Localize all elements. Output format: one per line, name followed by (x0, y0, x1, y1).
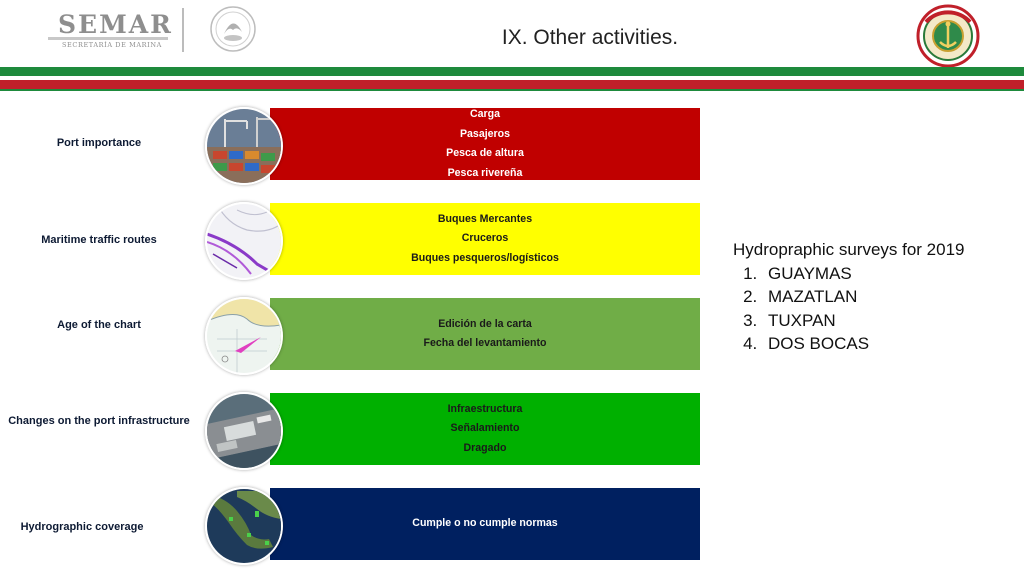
row-item: Edición de la carta (438, 317, 532, 330)
row-item: Buques Mercantes (437, 212, 533, 225)
row-label-changes-on-port-infrastructure: Changes on the port infrastructure (8, 415, 190, 427)
row-label-age-of-the-chart: Age of the chart (57, 319, 141, 331)
header-band-green (0, 67, 1024, 76)
slide-title: IX. Other activities. (501, 26, 679, 49)
survey-item: MAZATLAN (762, 285, 965, 309)
semar-logo-subtitle: SECRETARÍA DE MARINA (62, 41, 162, 49)
row-item: Cruceros (461, 232, 509, 245)
row-box-port-importance: Carga Pasajeros Pesca de altura Pesca ri… (270, 108, 700, 180)
row-item: Dragado (463, 441, 507, 454)
row-item: Carga (469, 108, 501, 120)
port-photo-thumbnail (205, 107, 283, 185)
port-aerial-photo-thumbnail (205, 392, 283, 470)
row-box-hydrographic-coverage: Cumple o no cumple normas (270, 488, 700, 560)
traffic-routes-map-thumbnail (205, 202, 283, 280)
surveys-heading: Hydropraphic surveys for 2019 (733, 240, 965, 259)
header-band-green-thin (0, 89, 1024, 91)
row-item: Fecha del levantamiento (423, 337, 547, 349)
semar-logo-text: SEMAR (58, 10, 173, 39)
row-item: Señalamiento (450, 422, 520, 435)
header-band-white (0, 76, 1024, 80)
row-item: Infraestructura (447, 402, 523, 415)
header-divider (182, 8, 184, 52)
row-item: Pesca rivereña (447, 166, 523, 179)
mexico-coat-of-arms-icon (210, 6, 256, 52)
hydrographic-surveys-block: Hydropraphic surveys for 2019 GUAYMAS MA… (733, 238, 965, 356)
mexico-coverage-map-thumbnail (205, 487, 283, 565)
row-item: Pasajeros (459, 127, 511, 140)
nautical-chart-thumbnail (205, 297, 283, 375)
survey-item: GUAYMAS (762, 262, 965, 286)
row-item: Cumple o no cumple normas (412, 517, 558, 530)
row-box-age-of-the-chart: Edición de la carta Fecha del levantamie… (270, 298, 700, 370)
header-band-red (0, 80, 1024, 89)
survey-item: TUXPAN (762, 309, 965, 333)
survey-item: DOS BOCAS (762, 332, 965, 356)
row-label-hydrographic-coverage: Hydrographic coverage (20, 521, 144, 533)
surveys-list: GUAYMAS MAZATLAN TUXPAN DOS BOCAS (733, 262, 965, 356)
row-label-maritime-traffic-routes: Maritime traffic routes (41, 234, 157, 246)
naval-emblem-icon (916, 4, 980, 68)
row-box-maritime-traffic-routes: Buques Mercantes Cruceros Buques pesquer… (270, 203, 700, 275)
row-item: Buques pesqueros/logísticos (411, 251, 559, 264)
row-item: Pesca de altura (446, 147, 524, 159)
row-box-changes-on-port-infrastructure: Infraestructura Señalamiento Dragado (270, 393, 700, 465)
row-label-port-importance: Port importance (56, 137, 142, 149)
logo-rule (48, 37, 168, 40)
